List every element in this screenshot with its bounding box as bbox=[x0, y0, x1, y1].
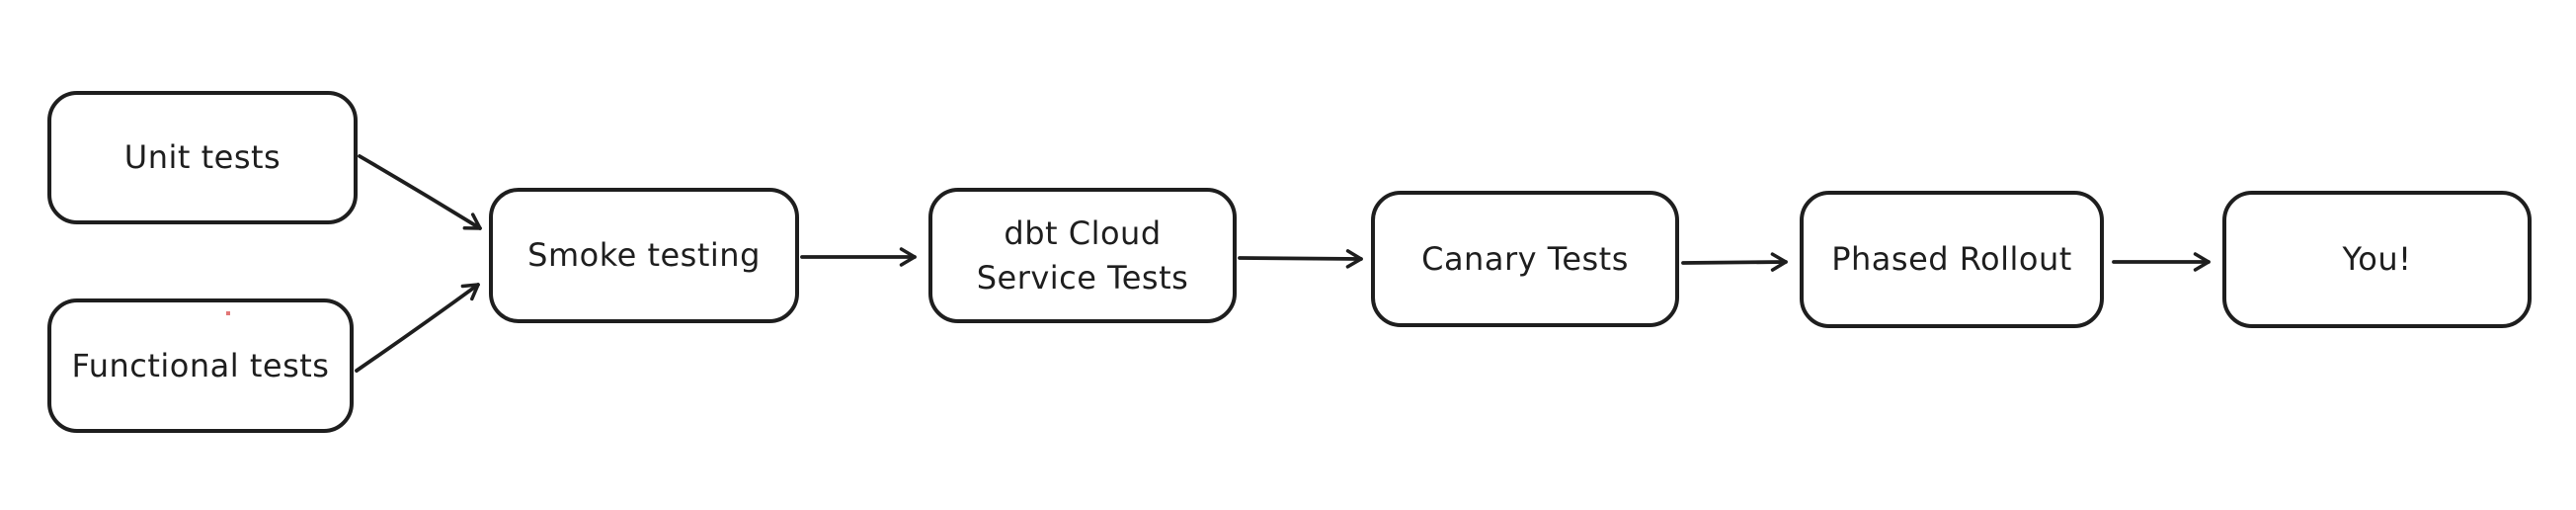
node-unit-tests: Unit tests bbox=[47, 91, 358, 224]
node-canary-tests: Canary Tests bbox=[1371, 191, 1679, 327]
arrow-dbt-cloud-service-tests-to-canary-tests bbox=[1238, 249, 1363, 269]
node-canary-tests-label: Canary Tests bbox=[1421, 239, 1629, 278]
node-you-label: You! bbox=[2342, 240, 2412, 279]
stray-red-pixel-artifact bbox=[226, 311, 230, 315]
node-phased-rollout: Phased Rollout bbox=[1800, 191, 2104, 328]
node-unit-tests-label: Unit tests bbox=[123, 138, 282, 177]
node-functional-tests-label: Functional tests bbox=[71, 346, 330, 384]
node-smoke-testing: Smoke testing bbox=[489, 188, 799, 323]
arrow-canary-tests-to-phased-rollout bbox=[1681, 252, 1788, 272]
arrow-functional-tests-to-smoke-testing bbox=[355, 283, 480, 373]
node-dbt-cloud-service-tests: dbt Cloud Service Tests bbox=[928, 188, 1237, 323]
node-functional-tests: Functional tests bbox=[47, 298, 354, 433]
arrow-unit-tests-to-smoke-testing bbox=[358, 154, 482, 230]
node-you: You! bbox=[2222, 191, 2532, 328]
node-phased-rollout-label: Phased Rollout bbox=[1831, 240, 2072, 279]
node-smoke-testing-label: Smoke testing bbox=[527, 236, 761, 275]
node-dbt-cloud-service-tests-label: dbt Cloud Service Tests bbox=[976, 213, 1189, 297]
